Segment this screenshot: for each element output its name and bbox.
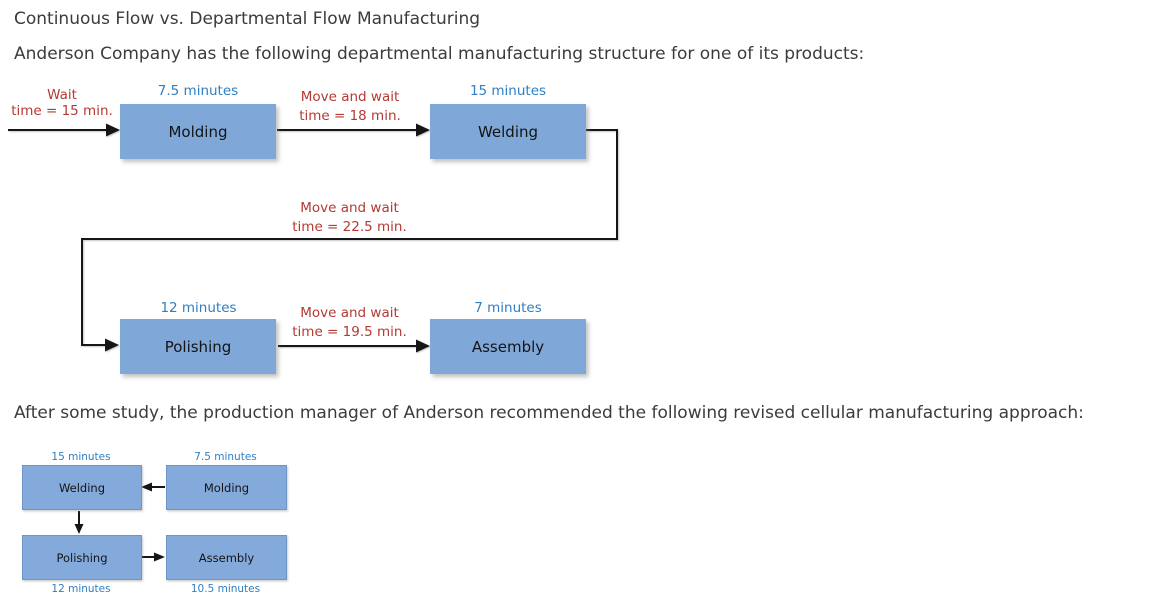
cell-welding-to-polishing-arrow-head [74, 524, 84, 534]
move-wait-label-2-line2: time = 22.5 min. [292, 219, 407, 235]
wait-time-label-line2: time = 15 min. [11, 103, 113, 119]
cell-welding-box-label: Welding [58, 480, 106, 495]
move-wait-label-1-line1: Move and wait [300, 89, 400, 105]
cell-molding-process-time: 7.5 minutes [194, 451, 257, 463]
move-wait-label-3: Move and wait time = 19.5 min. [289, 304, 410, 342]
polishing-box: Polishing [120, 319, 276, 374]
page-title: Continuous Flow vs. Departmental Flow Ma… [14, 9, 481, 29]
cell-welding-box: Welding [22, 465, 142, 510]
cell-welding-process-time: 15 minutes [51, 451, 111, 463]
move-wait-label-1-line2: time = 18 min. [299, 108, 401, 124]
assembly-box: Assembly [430, 319, 586, 374]
move-wait-label-3-line2: time = 19.5 min. [292, 324, 407, 340]
wait-time-label-line1: Wait [47, 87, 77, 103]
cell-assembly-process-time: 10.5 minutes [190, 583, 261, 595]
welding-to-polishing-arrow-head [105, 338, 119, 352]
wait-arrow-head [106, 123, 120, 137]
molding-box-label: Molding [168, 122, 228, 141]
welding-process-time: 15 minutes [469, 83, 547, 99]
welding-box: Welding [430, 104, 586, 159]
molding-process-time: 7.5 minutes [157, 83, 239, 99]
wait-time-label: Wait time = 15 min. [5, 87, 119, 119]
molding-box: Molding [120, 104, 276, 159]
move-wait-label-1: Move and wait time = 18 min. [290, 88, 410, 126]
intro-text: Anderson Company has the following depar… [14, 44, 865, 64]
move-wait-label-2-line1: Move and wait [300, 200, 399, 216]
cell-molding-box-label: Molding [203, 480, 250, 495]
cell-polishing-box: Polishing [22, 535, 142, 580]
cell-polishing-box-label: Polishing [56, 550, 108, 565]
cell-polishing-process-time: 12 minutes [51, 583, 111, 595]
cell-assembly-box: Assembly [166, 535, 287, 580]
assembly-process-time: 7 minutes [474, 300, 542, 316]
molding-to-welding-arrow-head [416, 123, 430, 137]
move-wait-label-3-line1: Move and wait [300, 305, 399, 321]
move-wait-label-2: Move and wait time = 22.5 min. [289, 199, 410, 237]
cell-molding-box: Molding [166, 465, 287, 510]
cell-molding-to-welding-arrow-head [141, 482, 152, 492]
assembly-box-label: Assembly [471, 337, 545, 356]
polishing-process-time: 12 minutes [160, 300, 237, 316]
revised-intro-text: After some study, the production manager… [14, 403, 1084, 423]
polishing-box-label: Polishing [164, 337, 232, 356]
cell-assembly-box-label: Assembly [198, 550, 255, 565]
cell-polishing-to-assembly-arrow-head [154, 552, 165, 562]
welding-box-label: Welding [477, 122, 539, 141]
polishing-to-assembly-arrow-head [416, 339, 430, 353]
